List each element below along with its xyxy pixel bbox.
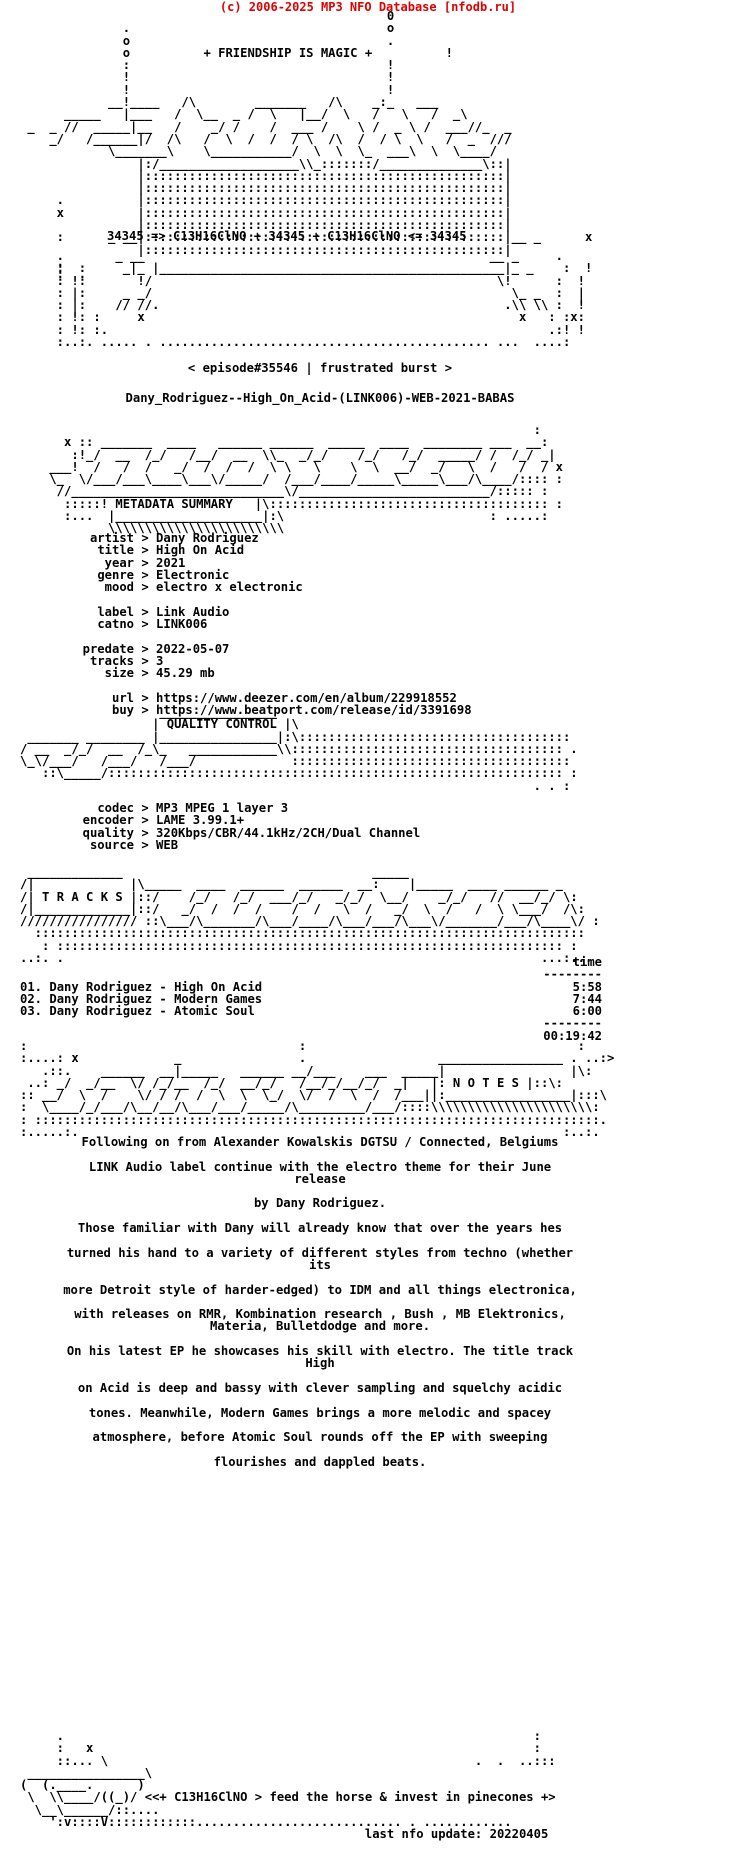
tagline: + FRIENDSHIP IS MAGIC +	[203, 45, 373, 60]
meta-row-mood: mood > electro x electronic	[104, 580, 303, 595]
notes-paragraph: Following on from Alexander Kowalskis DG…	[81, 1135, 559, 1149]
meta-row-title: title > High On Acid	[97, 543, 245, 558]
footer-slogan: <<+ C13H16ClNO > feed the horse & invest…	[144, 1790, 556, 1805]
quality-row-source: source > WEB	[89, 837, 179, 852]
quality-row-quality: quality > 320Kbps/CBR/44.1kHz/2CH/Dual C…	[82, 825, 421, 840]
notes-ascii-header: : : : :....: x _ . _________________ . .…	[20, 1039, 615, 1140]
tracks-ascii-header: _____________ _____ /| |\_____ ____ ____…	[20, 865, 600, 966]
footer-ascii-art: . : : x : ::... \	[20, 1729, 556, 1842]
meta-row-buy[interactable]: buy > https://www.beatport.com/release/i…	[111, 703, 472, 718]
meta-row-label: label > Link Audio	[97, 604, 230, 619]
tracks-total: 00:19:42	[543, 1028, 602, 1043]
copyright-banner: (c) 2006-2025 MP3 NFO Database [nfodb.ru…	[219, 0, 517, 14]
notes-paragraph: Those familiar with Dany will already kn…	[77, 1221, 563, 1236]
intro-ascii-art: 0 . o o . o + FRIENDSHIP IS MAGIC + ! :	[27, 9, 593, 282]
meta-row-predate: predate > 2022-05-07	[82, 641, 230, 656]
episode-line: < episode#35546 | frustrated burst >	[187, 361, 453, 375]
meta-row-genre: genre > Electronic	[97, 567, 230, 582]
meta-row-artist: artist > Dany Rodriguez	[89, 531, 259, 545]
notes-paragraph: more Detroit style of harder-edged) to I…	[63, 1282, 577, 1297]
quality-row-codec: codec > MP3 MPEG 1 layer 3	[97, 801, 289, 815]
intro-ascii-art-lower: . _ __ __ _ . : : _|_ |_________________…	[56, 249, 593, 350]
notes-paragraph: tones. Meanwhile, Modern Games brings a …	[88, 1405, 552, 1420]
tracks-divider-bottom: --------	[543, 1016, 602, 1031]
formula-line: 34345 => C13H16ClNO + 34345 + C13H16ClNO…	[107, 229, 467, 243]
notes-body: Following on from Alexander Kowalskis DG…	[20, 1136, 620, 1480]
meta-row-url[interactable]: url > https://www.deezer.com/en/album/22…	[111, 690, 457, 705]
notes-heading: N O T E S	[452, 1075, 519, 1090]
notes-paragraph: LINK Audio label continue with the elect…	[88, 1159, 552, 1186]
notes-paragraph: turned his hand to a variety of differen…	[66, 1245, 574, 1272]
meta-row-tracks: tracks > 3	[89, 653, 164, 668]
meta-row-size: size > 45.29 mb	[104, 666, 215, 681]
tracks-heading: T R A C K S	[42, 889, 123, 904]
tracklist: time -------- 01. Dany Rodriguez - High …	[20, 956, 602, 1042]
quality-ascii-header: ________________ | QUALITY CONTROL |\ __…	[20, 705, 578, 793]
quality-row-encoder: encoder > LAME 3.99.1+	[82, 813, 245, 828]
tracks-time-header: time	[572, 955, 602, 969]
quality-heading: QUALITY CONTROL	[166, 717, 277, 732]
notes-paragraph: by Dany Rodriguez.	[253, 1196, 387, 1211]
tracks-divider-top: --------	[543, 967, 602, 982]
release-name: Dany_Rodriguez--High_On_Acid-(LINK006)-W…	[125, 391, 515, 405]
notes-paragraph: On his latest EP he showcases his skill …	[66, 1344, 574, 1371]
notes-paragraph: on Acid is deep and bassy with clever sa…	[77, 1380, 563, 1395]
meta-row-year: year > 2021	[104, 555, 186, 570]
notes-paragraph: atmosphere, before Atomic Soul rounds of…	[92, 1430, 548, 1445]
metadata-list: artist > Dany Rodriguez title > High On …	[20, 531, 472, 718]
meta-row-catno: catno > LINK006	[97, 617, 208, 632]
metadata-ascii-header: : x :: _______ ____ ______ ______ _____ …	[49, 423, 563, 536]
last-update: last nfo update: 20220405	[364, 1827, 549, 1842]
notes-paragraph: flourishes and dappled beats.	[213, 1454, 427, 1469]
metadata-heading: METADATA SUMMARY	[115, 496, 233, 511]
notes-paragraph: with releases on RMR, Kombination resear…	[74, 1307, 566, 1334]
quality-list: codec > MP3 MPEG 1 layer 3 encoder > LAM…	[20, 801, 421, 852]
